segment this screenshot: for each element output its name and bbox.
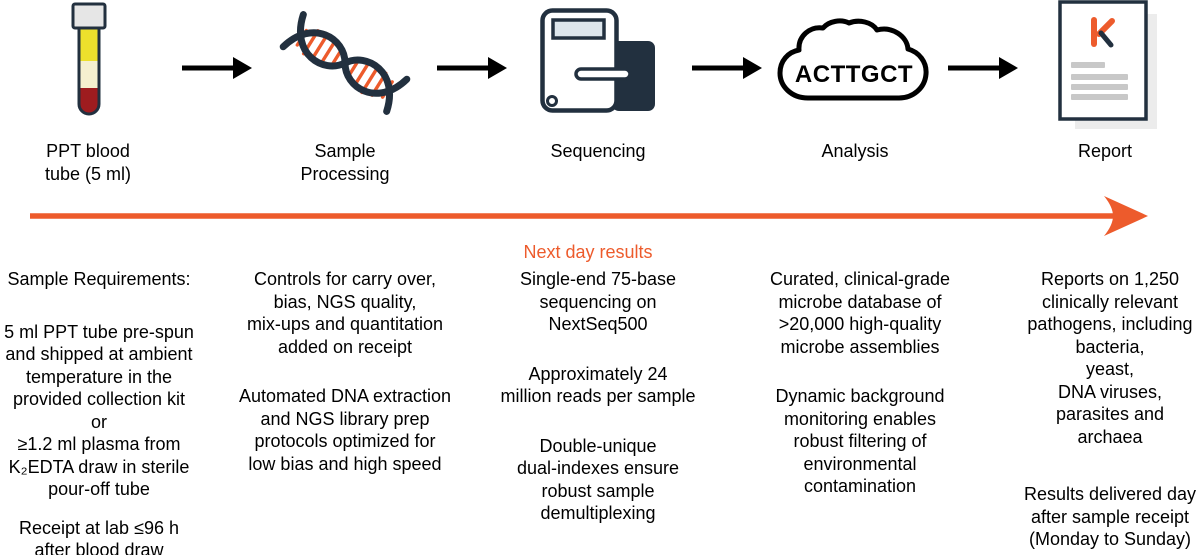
step-label-sample-processing: Sample Processing <box>300 141 390 184</box>
arrow-right-icon <box>692 57 762 79</box>
karius-k-logo-icon <box>1091 17 1115 48</box>
column-analysis-details: Curated, clinical-grade microbe database… <box>735 268 985 525</box>
column-sample-requirements: Sample Requirements: 5 ml PPT tube pre-s… <box>0 268 198 555</box>
dna-icon <box>278 9 413 117</box>
sequencer-icon <box>540 8 655 113</box>
paragraph: 5 ml PPT tube pre-spun and shipped at am… <box>4 321 194 500</box>
column-sequencing-details: Single-end 75-base sequencing on NextSeq… <box>480 268 716 552</box>
step-analysis: ACTTGCT Analysis <box>775 0 935 195</box>
paragraph: Automated DNA extraction and NGS library… <box>238 386 452 474</box>
timeline-arrow <box>30 196 1148 236</box>
arrow-right-icon <box>182 57 252 79</box>
step-label-analysis: Analysis <box>821 141 889 161</box>
paragraph: Double-unique dual-indexes ensure robust… <box>516 435 680 524</box>
paragraph: Sample Requirements: <box>7 269 191 289</box>
arrow-right-icon <box>948 57 1018 79</box>
paragraph: Results delivered day after sample recei… <box>1023 484 1197 549</box>
cloud-icon: ACTTGCT <box>777 18 929 101</box>
paragraph: Controls for carry over, bias, NGS quali… <box>246 269 444 357</box>
step-sample-processing: Sample Processing <box>265 0 425 195</box>
blood-tube-icon <box>71 2 107 116</box>
step-label-blood-tube: PPT blood tube (5 ml) <box>44 141 132 184</box>
arrow-right-icon <box>437 57 507 79</box>
column-report-details: Reports on 1,250 clinically relevant pat… <box>1005 268 1200 555</box>
column-sample-processing-details: Controls for carry over, bias, NGS quali… <box>225 268 465 502</box>
step-report: Report <box>1025 0 1185 195</box>
paragraph: Curated, clinical-grade microbe database… <box>769 269 951 357</box>
step-label-report: Report <box>1077 141 1133 161</box>
paragraph: Receipt at lab ≤96 h after blood draw <box>19 517 179 555</box>
step-blood-tube: PPT blood tube (5 ml) <box>8 0 168 195</box>
step-sequencing: Sequencing <box>518 0 678 195</box>
paragraph: Reports on 1,250 clinically relevant pat… <box>1027 269 1193 447</box>
paragraph: Single-end 75-base sequencing on NextSeq… <box>519 269 677 334</box>
paragraph: Approximately 24 million reads per sampl… <box>500 363 696 407</box>
step-label-sequencing: Sequencing <box>550 141 646 161</box>
paragraph: Dynamic background monitoring enables ro… <box>775 386 945 496</box>
next-day-results-label: Next day results <box>523 242 653 262</box>
report-icon <box>1058 0 1157 129</box>
report-text-lines <box>1071 62 1128 100</box>
cloud-sequence-text: ACTTGCT <box>795 61 913 88</box>
